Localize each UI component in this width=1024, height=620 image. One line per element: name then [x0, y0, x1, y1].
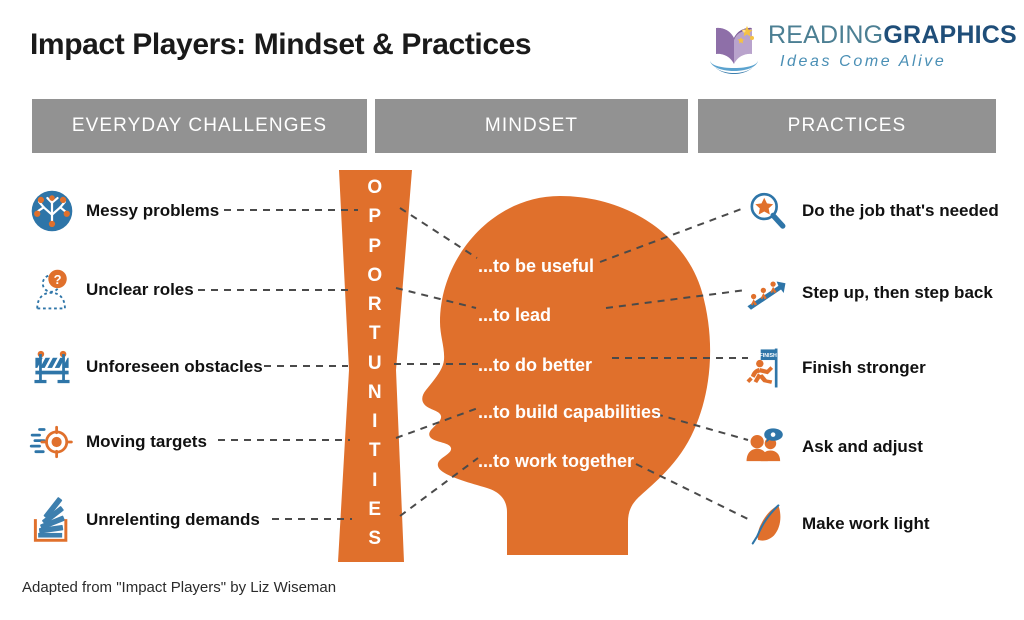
mindset-item-5: ...to work together: [478, 451, 635, 471]
challenge-label: Unrelenting demands: [86, 510, 260, 529]
challenge-item-moving-targets: Moving targets: [26, 414, 356, 470]
practice-item-finish-stronger: FINISH Finish stronger: [740, 340, 1024, 396]
opportunities-label: O P P O R T U N I T I E S: [355, 178, 395, 548]
practice-item-make-work-light: Make work light: [740, 496, 1024, 552]
connector-practice-5: [635, 463, 751, 521]
two-people-chat-icon: [740, 421, 792, 473]
column-header-everyday-challenges: EVERYDAY CHALLENGES: [32, 99, 367, 153]
svg-text:?: ?: [54, 272, 62, 287]
opportunities-letter: T: [368, 440, 382, 462]
challenge-item-messy-problems: Messy problems: [26, 183, 356, 239]
connector-mindset-4: [395, 407, 479, 439]
connector-mindset-1: [399, 207, 478, 259]
people-on-arrow-icon: [740, 267, 792, 319]
connector-practice-1: [599, 207, 745, 263]
practice-label: Step up, then step back: [802, 283, 993, 302]
practice-label: Ask and adjust: [802, 437, 923, 456]
column-header-mindset: MINDSET: [375, 99, 688, 153]
opportunities-letter: N: [367, 381, 383, 403]
logo-brand-part1: READING: [768, 21, 884, 49]
page-title: Impact Players: Mindset & Practices: [30, 28, 532, 61]
mindset-item-3: ...to do better: [478, 355, 592, 375]
mindset-item-2: ...to lead: [478, 305, 552, 325]
practice-item-ask-and-adjust: Ask and adjust: [740, 419, 1024, 475]
challenge-label: Unclear roles: [86, 280, 194, 299]
mindset-item-1: ...to be useful: [478, 256, 595, 276]
brand-logo: READINGGRAPHICS Ideas Come Alive: [706, 18, 1017, 80]
challenge-label: Messy problems: [86, 201, 220, 220]
connector-mindset-5: [399, 457, 479, 517]
connector-practice-2: [605, 289, 747, 309]
challenge-item-unrelenting-demands: Unrelenting demands: [26, 492, 356, 548]
road-barrier-icon: [26, 341, 78, 393]
opportunities-letter: P: [368, 206, 382, 228]
challenge-item-unclear-roles: ? Unclear roles: [26, 262, 356, 318]
magnifier-star-icon: [740, 185, 792, 237]
logo-tagline: Ideas Come Alive: [780, 53, 947, 70]
person-question-mark-icon: ?: [26, 264, 78, 316]
opportunities-letter: P: [368, 235, 382, 257]
svg-text:FINISH: FINISH: [760, 353, 778, 359]
opportunities-letter: R: [367, 294, 383, 315]
challenge-label: Moving targets: [86, 432, 207, 451]
practice-label: Make work light: [802, 514, 930, 533]
opportunities-letter: E: [368, 498, 382, 520]
opportunities-letter: T: [368, 323, 382, 345]
footer-attribution: Adapted from "Impact Players" by Liz Wis…: [22, 579, 337, 596]
practice-label: Do the job that's needed: [802, 201, 999, 220]
tangled-network-icon: [26, 185, 78, 237]
opportunities-letter: S: [368, 528, 382, 549]
opportunities-letter: O: [367, 177, 383, 198]
stacked-inbox-icon: [26, 494, 78, 546]
opportunities-letter: U: [367, 352, 383, 374]
column-header-practices: PRACTICES: [698, 99, 996, 153]
feather-icon: [740, 498, 792, 550]
practice-item-step-up-then-step-back: Step up, then step back: [740, 265, 1024, 321]
logo-brand-part2: GRAPHICS: [883, 21, 1017, 49]
column-header-label: EVERYDAY CHALLENGES: [71, 115, 328, 136]
practice-item-do-the-job-thats-needed: Do the job that's needed: [740, 183, 1024, 239]
opportunities-letter: O: [367, 264, 383, 286]
open-book-with-stars-logo-icon: [710, 26, 758, 74]
moving-target-icon: [26, 416, 78, 468]
column-header-label: MINDSET: [484, 115, 579, 136]
connector-practice-4: [655, 413, 749, 441]
opportunities-letter: I: [372, 411, 378, 432]
runner-finish-flag-icon: FINISH: [740, 342, 792, 394]
column-header-label: PRACTICES: [787, 115, 907, 136]
opportunities-letter: I: [372, 469, 378, 491]
connector-mindset-2: [395, 287, 477, 309]
practice-label: Finish stronger: [802, 358, 926, 377]
logo-wordmark: READINGGRAPHICS: [768, 21, 1017, 50]
mindset-item-4: ...to build capabilities: [478, 402, 662, 422]
challenge-item-unforeseen-obstacles: Unforeseen obstacles: [26, 339, 356, 395]
challenge-label: Unforeseen obstacles: [86, 357, 263, 376]
